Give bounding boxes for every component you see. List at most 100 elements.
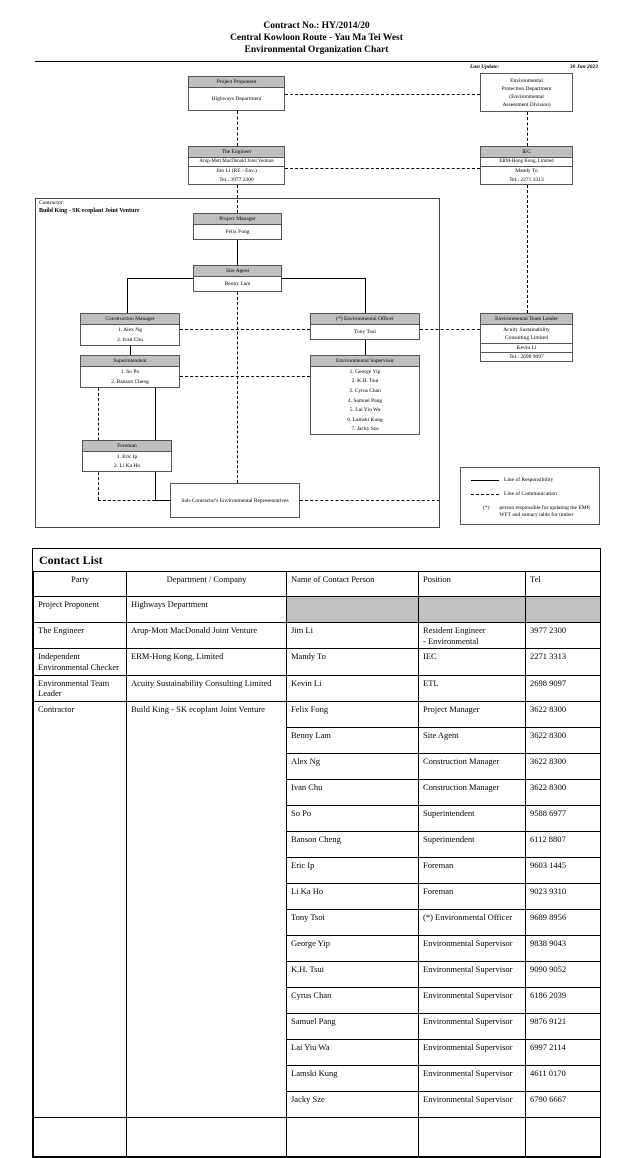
line-superintendent-foreman <box>155 388 156 440</box>
cell-tel <box>525 1116 601 1157</box>
doc-title-chart: Environmental Organization Chart <box>244 45 389 55</box>
dline-eo-etl <box>420 329 480 330</box>
dline-to-subcontractor-left <box>98 500 170 501</box>
cell-party: Environmental Team Leader <box>33 674 127 702</box>
box-foreman: Foreman 1. Eric Ip 2. Li Ka Ho <box>82 440 172 472</box>
table-row: Independent Environmental Checker ERM-Ho… <box>33 648 601 676</box>
box-engineer-company: Arup-Mott MacDonald Joint Venture <box>189 158 284 168</box>
line-cm-superintendent <box>130 346 131 355</box>
cell-tel: 3622 8300 <box>525 700 601 728</box>
table-row: Environmental Team Leader Acuity Sustain… <box>33 674 601 702</box>
box-subcontractor-label: Sub-Contractor's Environmental Represent… <box>181 497 289 504</box>
cell-position: Project Manager <box>418 700 526 728</box>
contractor-name: Build King - SK ecoplant Joint Venture <box>39 208 140 214</box>
cell-name: Mandy To <box>286 648 419 676</box>
environmental-supervisor-member: 3. Cyrus Chan <box>349 387 381 394</box>
environmental-supervisor-member: 7. Jacky Sze <box>351 426 379 433</box>
box-project-manager-title: Project Manager <box>194 214 281 225</box>
box-engineer: The Engineer Arup-Mott MacDonald Joint V… <box>188 146 285 185</box>
box-environmental-officer-person: Tony Tsoi <box>354 329 376 335</box>
cell-position: ETL <box>418 674 526 702</box>
cell-name: Li Ka Ho <box>286 882 419 910</box>
cell-position: Environmental Supervisor <box>418 1090 526 1118</box>
cell-name: Lai Yiu Wa <box>286 1038 419 1066</box>
cell-position: Foreman <box>418 856 526 884</box>
cell-tel: 2698 9097 <box>525 674 601 702</box>
contact-table-header-row: Party Department / Company Name of Conta… <box>33 571 601 597</box>
box-project-proponent: Project Proponent Highways Department <box>188 76 285 111</box>
cell-name: Jim Li <box>286 621 419 650</box>
cell-position: Site Agent <box>418 726 526 754</box>
cell-name: Jacky Sze <box>286 1090 419 1118</box>
table-row: K.H. Tsui Environmental Supervisor 9090 … <box>34 960 601 988</box>
box-project-manager: Project Manager Felix Fong <box>193 213 282 240</box>
contractor-label: Contractor: <box>39 200 65 206</box>
table-row: Cyrus Chan Environmental Supervisor 6186… <box>34 986 601 1014</box>
cell-tel: 6186 2039 <box>525 986 601 1014</box>
cell-tel: 6790 6667 <box>525 1090 601 1118</box>
legend-communication: Line of Communication <box>471 491 557 498</box>
col-header-position: Position <box>418 571 526 597</box>
construction-manager-member: 2. Ivan Chu <box>117 337 143 343</box>
org-chart: Project Proponent Highways Department En… <box>0 0 633 548</box>
environmental-supervisor-member: 2. K.H. Tsui <box>351 378 379 385</box>
cell-tel <box>525 596 601 623</box>
cell-tel: 6112 8807 <box>525 830 601 858</box>
box-etl-person: Kevin Li <box>481 344 572 353</box>
cell-tel: 9838 9043 <box>525 934 601 962</box>
table-row: Banson Cheng Superintendent 6112 8807 <box>34 830 601 858</box>
box-environmental-officer: (*) Environmental Officer Tony Tsoi <box>310 313 420 340</box>
table-row: Ivan Chu Construction Manager 3622 8300 <box>34 778 601 806</box>
foreman-member: 1. Eric Ip <box>116 453 138 460</box>
cell-position: Environmental Supervisor <box>418 960 526 988</box>
cell-name: Samuel Pang <box>286 1012 419 1040</box>
box-environmental-officer-title: (*) Environmental Officer <box>311 314 419 325</box>
cell-dept-contractor: Build King - SK ecoplant Joint Venture <box>126 700 287 1118</box>
cell-party-contractor: Contractor <box>33 700 127 1118</box>
cell-name: Tony Tsoi <box>286 908 419 936</box>
solid-line-sample <box>471 480 499 481</box>
box-site-agent-title: Site Agent <box>194 266 281 277</box>
cell-tel: 4611 0170 <box>525 1064 601 1092</box>
table-row: Eric Ip Foreman 9603 1445 <box>34 856 601 884</box>
contact-list-title: Contact List <box>39 553 103 567</box>
dline-cm-eo <box>180 329 310 330</box>
cell-tel: 3622 8300 <box>525 726 601 754</box>
box-engineer-title: The Engineer <box>189 147 284 158</box>
box-site-agent-person: Benny Lam <box>224 281 251 287</box>
box-superintendent-title: Superintendent <box>81 356 179 367</box>
cell-tel: 3622 8300 <box>525 778 601 806</box>
dline-iec-etl <box>527 185 528 313</box>
cell-tel: 3977 2300 <box>525 621 601 650</box>
cell-name: K.H. Tsui <box>286 960 419 988</box>
cell-name: Lamski Kung <box>286 1064 419 1092</box>
table-row: Lai Yiu Wa Environmental Supervisor 6997… <box>34 1038 601 1066</box>
last-update-label: Last Update: <box>470 64 500 70</box>
line-siteagent-left <box>127 278 193 279</box>
box-subcontractor-representatives: Sub-Contractor's Environmental Represent… <box>170 483 300 518</box>
cell-name: Cyrus Chan <box>286 986 419 1014</box>
table-row: Project Proponent Highways Department <box>33 596 601 623</box>
cell-tel: 6997 2114 <box>525 1038 601 1066</box>
cell-position: Environmental Supervisor <box>418 1012 526 1040</box>
line-to-construction-manager <box>127 278 128 313</box>
box-iec-person: Mandy To <box>515 168 538 175</box>
cell-position <box>418 1116 526 1157</box>
doc-title-contract-no: Contract No.: HY/2014/20 <box>263 21 370 31</box>
box-iec: IEC ERM-Hong Kong, Limited Mandy To Tel.… <box>480 146 573 185</box>
dline-pp-engineer <box>237 111 238 146</box>
legend-responsibility-label: Line of Responsibility <box>504 477 554 483</box>
cell-position: Superintendent <box>418 804 526 832</box>
environmental-supervisor-member: 6. Lamski Kung <box>347 416 383 423</box>
table-row: Benny Lam Site Agent 3622 8300 <box>34 726 601 754</box>
cell-dept: ERM-Hong Kong, Limited <box>126 648 287 676</box>
box-iec-company: ERM-Hong Kong, Limited <box>481 158 572 168</box>
contact-table: Party Department / Company Name of Conta… <box>33 571 601 1157</box>
box-engineer-person: Jim Li (RE - Env.) <box>216 168 257 175</box>
line-foreman-down <box>155 472 156 500</box>
doc-title-project: Central Kowloon Route - Yau Ma Tei West <box>230 33 403 43</box>
epd-line: Environmental <box>510 77 543 84</box>
box-iec-title: IEC <box>481 147 572 158</box>
box-etl-title: Environmental Team Leader <box>481 314 572 325</box>
